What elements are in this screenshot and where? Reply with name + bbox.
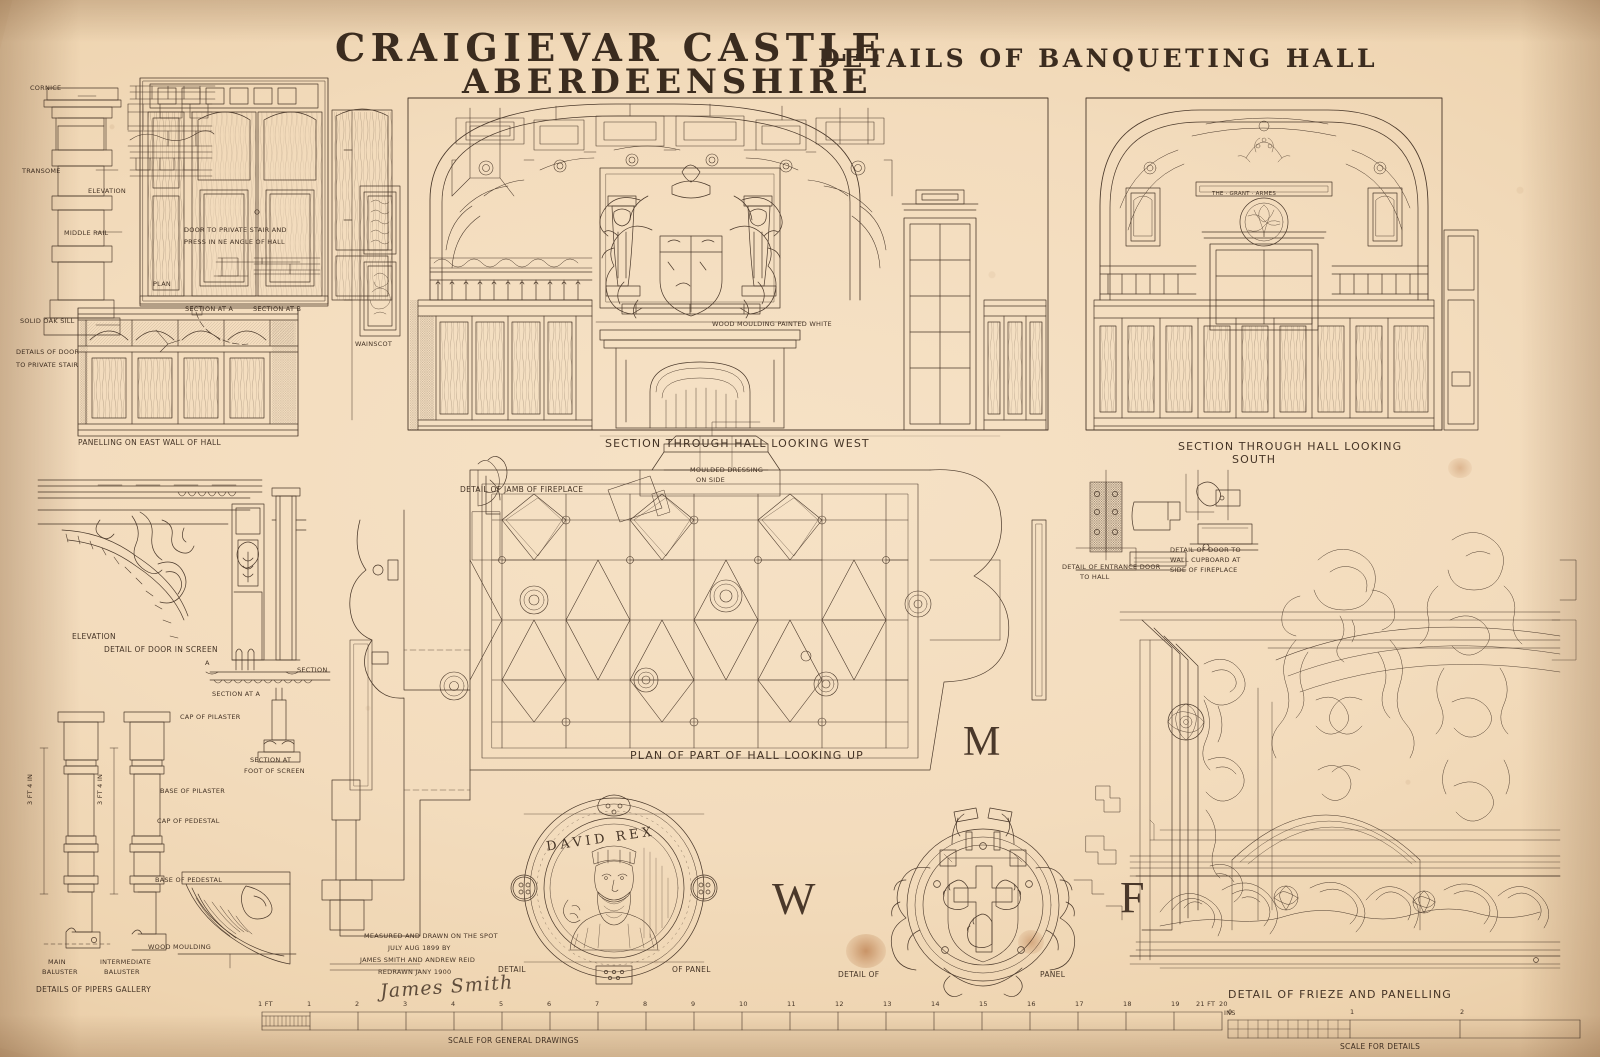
scale-tick: 18 (1123, 1000, 1132, 1008)
label-plan-door: PLAN (153, 280, 172, 288)
scale-details-unit: INS (1224, 1009, 1236, 1017)
label-moulded-dressing-2: ON SIDE (696, 476, 726, 484)
scale-tick: 12 (835, 1000, 844, 1008)
label-wainscot: WAINSCOT (355, 340, 393, 348)
scale-tick: 20 (1219, 1000, 1228, 1008)
key-letter-m: M (963, 719, 1001, 765)
label-intermediate-baluster-1: INTERMEDIATE (100, 958, 152, 966)
scale-tick: 9 (691, 1000, 696, 1008)
scale-general-label: SCALE FOR GENERAL DRAWINGS (448, 1036, 579, 1045)
label-detail-cupboard-door-2: WALL CUPBOARD AT (1170, 556, 1241, 564)
label-door-note-1: DOOR TO PRIVATE STAIR AND (184, 226, 287, 234)
label-detail-entrance-door-1: DETAIL OF ENTRANCE DOOR (1062, 563, 1161, 571)
label-cornice: CORNICE (30, 84, 62, 92)
scale-general-start: 1 FT (258, 1000, 273, 1008)
scale-tick: 15 (979, 1000, 988, 1008)
caption-detail-panel-right-b: PANEL (1040, 970, 1066, 979)
label-screen-elevation: ELEVATION (72, 632, 116, 641)
scale-tick: 19 (1171, 1000, 1180, 1008)
label-details-of-door: DETAILS OF DOOR (16, 348, 80, 356)
scale-tick: 6 (547, 1000, 552, 1008)
label-intermediate-baluster-2: BALUSTER (104, 968, 140, 976)
label-moulded-dressing-1: MOULDED DRESSING (690, 466, 764, 474)
label-door-note-2: PRESS IN NE ANGLE OF HALL (184, 238, 285, 246)
label-section-at-b-door: SECTION AT B (253, 305, 302, 313)
paper-stain (846, 934, 886, 968)
label-cap-of-pedestal: CAP OF PEDESTAL (157, 817, 220, 825)
label-base-of-pilaster: BASE OF PILASTER (160, 787, 226, 795)
caption-section-looking-south-2: SOUTH (1232, 453, 1277, 466)
scale-tick: 3 (403, 1000, 408, 1008)
caption-detail-frieze-panelling: DETAIL OF FRIEZE AND PANELLING (1228, 988, 1452, 1001)
label-screen-section-at-a: SECTION AT A (212, 690, 261, 698)
label-main-baluster-1: MAIN (48, 958, 66, 966)
label-section-at-a-door: SECTION AT A (185, 305, 234, 313)
label-elevation-door: ELEVATION (88, 187, 127, 195)
sheet-title-right: DETAILS OF BANQUETING HALL (818, 44, 1379, 73)
scale-tick: 11 (787, 1000, 796, 1008)
paper-stain (1448, 458, 1472, 478)
caption-section-looking-south-1: SECTION THROUGH HALL LOOKING (1178, 440, 1403, 453)
scale-tick: 13 (883, 1000, 892, 1008)
label-screen-mark-a: A (205, 659, 210, 667)
scale-tick: 7 (595, 1000, 600, 1008)
caption-plan-looking-up: PLAN OF PART OF HALL LOOKING UP (630, 749, 864, 762)
label-detail-of-jamb: DETAIL OF JAMB OF FIREPLACE (460, 485, 584, 494)
label-detail-cupboard-door-1: DETAIL OF DOOR TO (1170, 546, 1241, 554)
label-detail-entrance-door-2: TO HALL (1080, 573, 1110, 581)
inscription-line-4: REDRAWN JANY 1900 (378, 968, 452, 976)
scale-tick: 17 (1075, 1000, 1084, 1008)
scale-tick: 5 (499, 1000, 504, 1008)
scale-tick: 10 (739, 1000, 748, 1008)
key-letter-w: W (772, 873, 816, 924)
label-solid-oak-sill: SOLID OAK SILL (20, 317, 75, 325)
label-wood-moulding-painted-white: WOOD MOULDING PAINTED WHITE (712, 320, 832, 328)
caption-section-looking-west: SECTION THROUGH HALL LOOKING WEST (605, 437, 870, 450)
inscription-line-1: MEASURED AND DRAWN ON THE SPOT (364, 932, 498, 940)
scale-tick: 2 (1460, 1008, 1465, 1016)
caption-detail-panel-right-a: DETAIL OF (838, 970, 880, 979)
scale-tick: 2 (355, 1000, 360, 1008)
paper-stain (1018, 930, 1044, 954)
scale-tick: 16 (1027, 1000, 1036, 1008)
scale-tick: 1 (307, 1000, 312, 1008)
label-detail-cupboard-door-3: SIDE OF FIREPLACE (1170, 566, 1238, 574)
label-main-baluster-2: BALUSTER (42, 968, 78, 976)
scale-tick: 1 (1350, 1008, 1355, 1016)
label-screen-section: SECTION (297, 666, 328, 674)
label-base-of-pedestal: BASE OF PEDESTAL (155, 876, 223, 884)
caption-details-pipers-gallery: DETAILS OF PIPERS GALLERY (36, 985, 151, 994)
label-to-private-stair: TO PRIVATE STAIR (16, 361, 79, 369)
scale-tick: 14 (931, 1000, 940, 1008)
label-section-at-foot-2: FOOT OF SCREEN (244, 767, 305, 775)
caption-detail-panel-left-a: DETAIL (498, 965, 526, 974)
scale-general-end: 21 FT (1196, 1000, 1216, 1008)
caption-panelling-east-wall: PANELLING ON EAST WALL OF HALL (78, 438, 221, 447)
key-letter-f: F (1120, 873, 1145, 922)
sheet-title-main: CRAIGIEVAR CASTLE (335, 25, 886, 70)
label-middle-rail: MIDDLE RAIL (64, 229, 109, 237)
medallion-inscription-david-rex: DAVID REX (545, 824, 656, 855)
label-transome: TRANSOME (22, 167, 61, 175)
label-detail-door-in-screen: DETAIL OF DOOR IN SCREEN (104, 645, 218, 654)
sheet-title-sub: ABERDEENSHIRE (462, 62, 873, 102)
label-wood-moulding: WOOD MOULDING (148, 943, 212, 951)
caption-detail-panel-left-b: OF PANEL (672, 965, 711, 974)
inscription-signature: James Smith (379, 971, 515, 1003)
label-overmantel-inscription: THE · GRANT · ARMES (1212, 191, 1277, 197)
dimension-main-baluster: 3 FT 4 IN (26, 773, 34, 805)
inscription-line-3: JAMES SMITH AND ANDREW REID (360, 956, 476, 964)
scale-tick: 4 (451, 1000, 456, 1008)
scale-tick: 0 (1228, 1008, 1233, 1016)
scale-details-label: SCALE FOR DETAILS (1340, 1042, 1421, 1051)
label-section-at-foot-1: SECTION AT (250, 756, 292, 764)
dimension-intermediate-baluster: 3 FT 4 IN (96, 773, 104, 805)
scale-tick: 8 (643, 1000, 648, 1008)
inscription-line-2: JULY AUG 1899 BY (388, 944, 451, 952)
label-cap-of-pilaster: CAP OF PILASTER (180, 713, 241, 721)
